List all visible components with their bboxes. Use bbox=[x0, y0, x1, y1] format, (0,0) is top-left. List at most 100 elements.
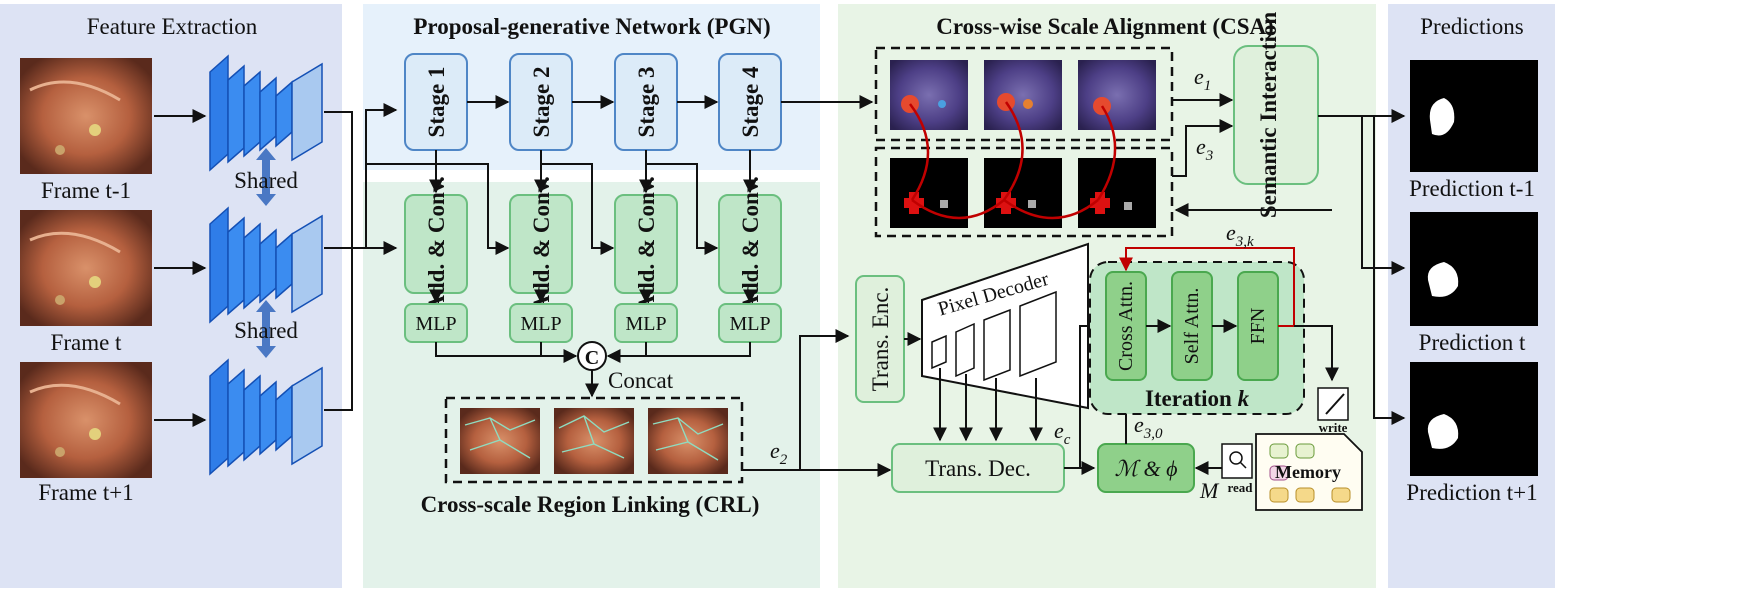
backbone-2 bbox=[209, 206, 323, 324]
prediction-label-2: Prediction t bbox=[1419, 330, 1526, 355]
svg-text:e2: e2 bbox=[770, 438, 788, 468]
svg-text:C: C bbox=[585, 347, 599, 369]
csa-heatmap-2 bbox=[984, 60, 1062, 130]
stage-1-box: Stage 1 bbox=[404, 53, 468, 151]
csa-mask-1 bbox=[890, 158, 968, 228]
prediction-label-1: Prediction t-1 bbox=[1409, 176, 1535, 201]
svg-text:Add. & Conv.: Add. & Conv. bbox=[634, 176, 659, 311]
csa-mask-2 bbox=[984, 158, 1062, 228]
svg-text:e3: e3 bbox=[1196, 134, 1213, 164]
e30-label: e3,0 bbox=[1134, 412, 1163, 442]
svg-text:e1: e1 bbox=[1194, 64, 1211, 94]
prediction-label-3: Prediction t+1 bbox=[1406, 480, 1537, 505]
csa-title: Cross-wise Scale Alignment (CSA) bbox=[936, 14, 1274, 39]
frame-image-2 bbox=[20, 210, 152, 326]
stage-2-box: Stage 2 bbox=[509, 53, 573, 151]
feature-extraction-title: Feature Extraction bbox=[87, 14, 258, 39]
stage-4-box: Stage 4 bbox=[718, 53, 782, 151]
e3k-label: e3,k bbox=[1226, 220, 1254, 250]
semantic-interaction-label: Semantic Interaction bbox=[1256, 12, 1281, 219]
csa-mask-3 bbox=[1078, 158, 1156, 228]
cross-attn-box: Cross Attn. bbox=[1105, 271, 1147, 381]
csa-heatmap-1 bbox=[890, 60, 968, 130]
concat-node: C bbox=[577, 341, 607, 371]
concat-label: Concat bbox=[608, 368, 674, 393]
prediction-mask-1 bbox=[1410, 60, 1538, 172]
crl-title: Cross-scale Region Linking (CRL) bbox=[421, 492, 760, 517]
svg-text:Trans. Dec.: Trans. Dec. bbox=[925, 456, 1031, 481]
mlp-box-4: MLP bbox=[718, 303, 782, 343]
csa-heatmap-3 bbox=[1078, 60, 1156, 130]
svg-text:MLP: MLP bbox=[520, 313, 561, 335]
trans-dec-box: Trans. Dec. bbox=[891, 443, 1065, 493]
pgn-title: Proposal-generative Network (PGN) bbox=[413, 14, 770, 39]
svg-text:MLP: MLP bbox=[415, 313, 456, 335]
shared-arrow-1 bbox=[256, 148, 276, 206]
frame-image-1 bbox=[20, 58, 152, 174]
backbone-3 bbox=[209, 358, 323, 476]
svg-text:Self Attn.: Self Attn. bbox=[1181, 288, 1203, 365]
svg-text:ℳ & ϕ: ℳ & ϕ bbox=[1114, 456, 1177, 481]
memory-box: Memory bbox=[1255, 433, 1363, 511]
m-phi-box: ℳ & ϕ bbox=[1097, 443, 1195, 493]
iteration-label: Iteration k bbox=[1145, 386, 1250, 411]
svg-text:Memory: Memory bbox=[1275, 462, 1341, 482]
prediction-mask-2 bbox=[1410, 212, 1538, 326]
semantic-interaction-box: Semantic Interaction bbox=[1233, 12, 1319, 219]
csa-bottom-strip bbox=[874, 146, 1174, 238]
shared-label-2: Shared bbox=[234, 318, 298, 343]
crl-image-1 bbox=[460, 408, 540, 474]
frame-label-2: Frame t bbox=[51, 330, 123, 355]
svg-text:e3,0: e3,0 bbox=[1134, 412, 1163, 442]
frame-label-3: Frame t+1 bbox=[38, 480, 133, 505]
svg-text:ec: ec bbox=[1054, 418, 1071, 448]
crl-strip bbox=[444, 396, 744, 484]
pixel-decoder: Pixel Decoder bbox=[921, 242, 1089, 410]
svg-text:Trans. Enc.: Trans. Enc. bbox=[868, 287, 893, 392]
svg-text:Stage 2: Stage 2 bbox=[529, 67, 554, 138]
crl-image-2 bbox=[554, 408, 634, 474]
svg-text:write: write bbox=[1319, 420, 1348, 435]
svg-text:Add. & Conv.: Add. & Conv. bbox=[738, 176, 763, 311]
frame-label-1: Frame t-1 bbox=[41, 178, 131, 203]
self-attn-box: Self Attn. bbox=[1171, 271, 1213, 381]
shared-arrow-2 bbox=[256, 300, 276, 358]
ec-label: ec bbox=[1054, 418, 1071, 448]
svg-text:Cross Attn.: Cross Attn. bbox=[1115, 281, 1137, 371]
m-label: M bbox=[1199, 478, 1220, 503]
stage-3-box: Stage 3 bbox=[614, 53, 678, 151]
svg-text:Stage 3: Stage 3 bbox=[634, 67, 659, 138]
feedback-loop bbox=[1119, 247, 1295, 327]
mlp-box-3: MLP bbox=[614, 303, 678, 343]
predictions-title: Predictions bbox=[1420, 14, 1524, 39]
add-conv-box-3: Add. & Conv. bbox=[614, 176, 678, 312]
prediction-mask-3 bbox=[1410, 362, 1538, 476]
frame-image-3 bbox=[20, 362, 152, 478]
e3-label: e3 bbox=[1196, 134, 1213, 164]
e2-label: e2 bbox=[770, 438, 788, 468]
shared-label-1: Shared bbox=[234, 168, 298, 193]
add-conv-box-2: Add. & Conv. bbox=[509, 176, 573, 312]
svg-text:MLP: MLP bbox=[729, 313, 770, 335]
backbone-1 bbox=[209, 54, 323, 172]
e1-label: e1 bbox=[1194, 64, 1211, 94]
svg-text:MLP: MLP bbox=[625, 313, 666, 335]
svg-text:FFN: FFN bbox=[1247, 308, 1269, 345]
svg-text:read: read bbox=[1227, 480, 1253, 495]
trans-enc-box: Trans. Enc. bbox=[855, 275, 905, 403]
crl-image-3 bbox=[648, 408, 728, 474]
write-icon: write bbox=[1317, 387, 1349, 435]
svg-text:Stage 4: Stage 4 bbox=[738, 66, 763, 137]
svg-text:e3,k: e3,k bbox=[1226, 220, 1254, 250]
svg-text:Stage 1: Stage 1 bbox=[424, 67, 449, 138]
alignment-curves bbox=[909, 101, 1117, 220]
read-icon: read bbox=[1221, 443, 1253, 495]
add-conv-box-1: Add. & Conv. bbox=[404, 176, 468, 312]
mlp-box-1: MLP bbox=[404, 303, 468, 343]
add-conv-box-4: Add. & Conv. bbox=[718, 176, 782, 312]
svg-text:Add. & Conv.: Add. & Conv. bbox=[529, 176, 554, 311]
mlp-box-2: MLP bbox=[509, 303, 573, 343]
svg-text:Semantic Interaction: Semantic Interaction bbox=[1256, 12, 1281, 219]
ffn-box: FFN bbox=[1237, 271, 1279, 381]
